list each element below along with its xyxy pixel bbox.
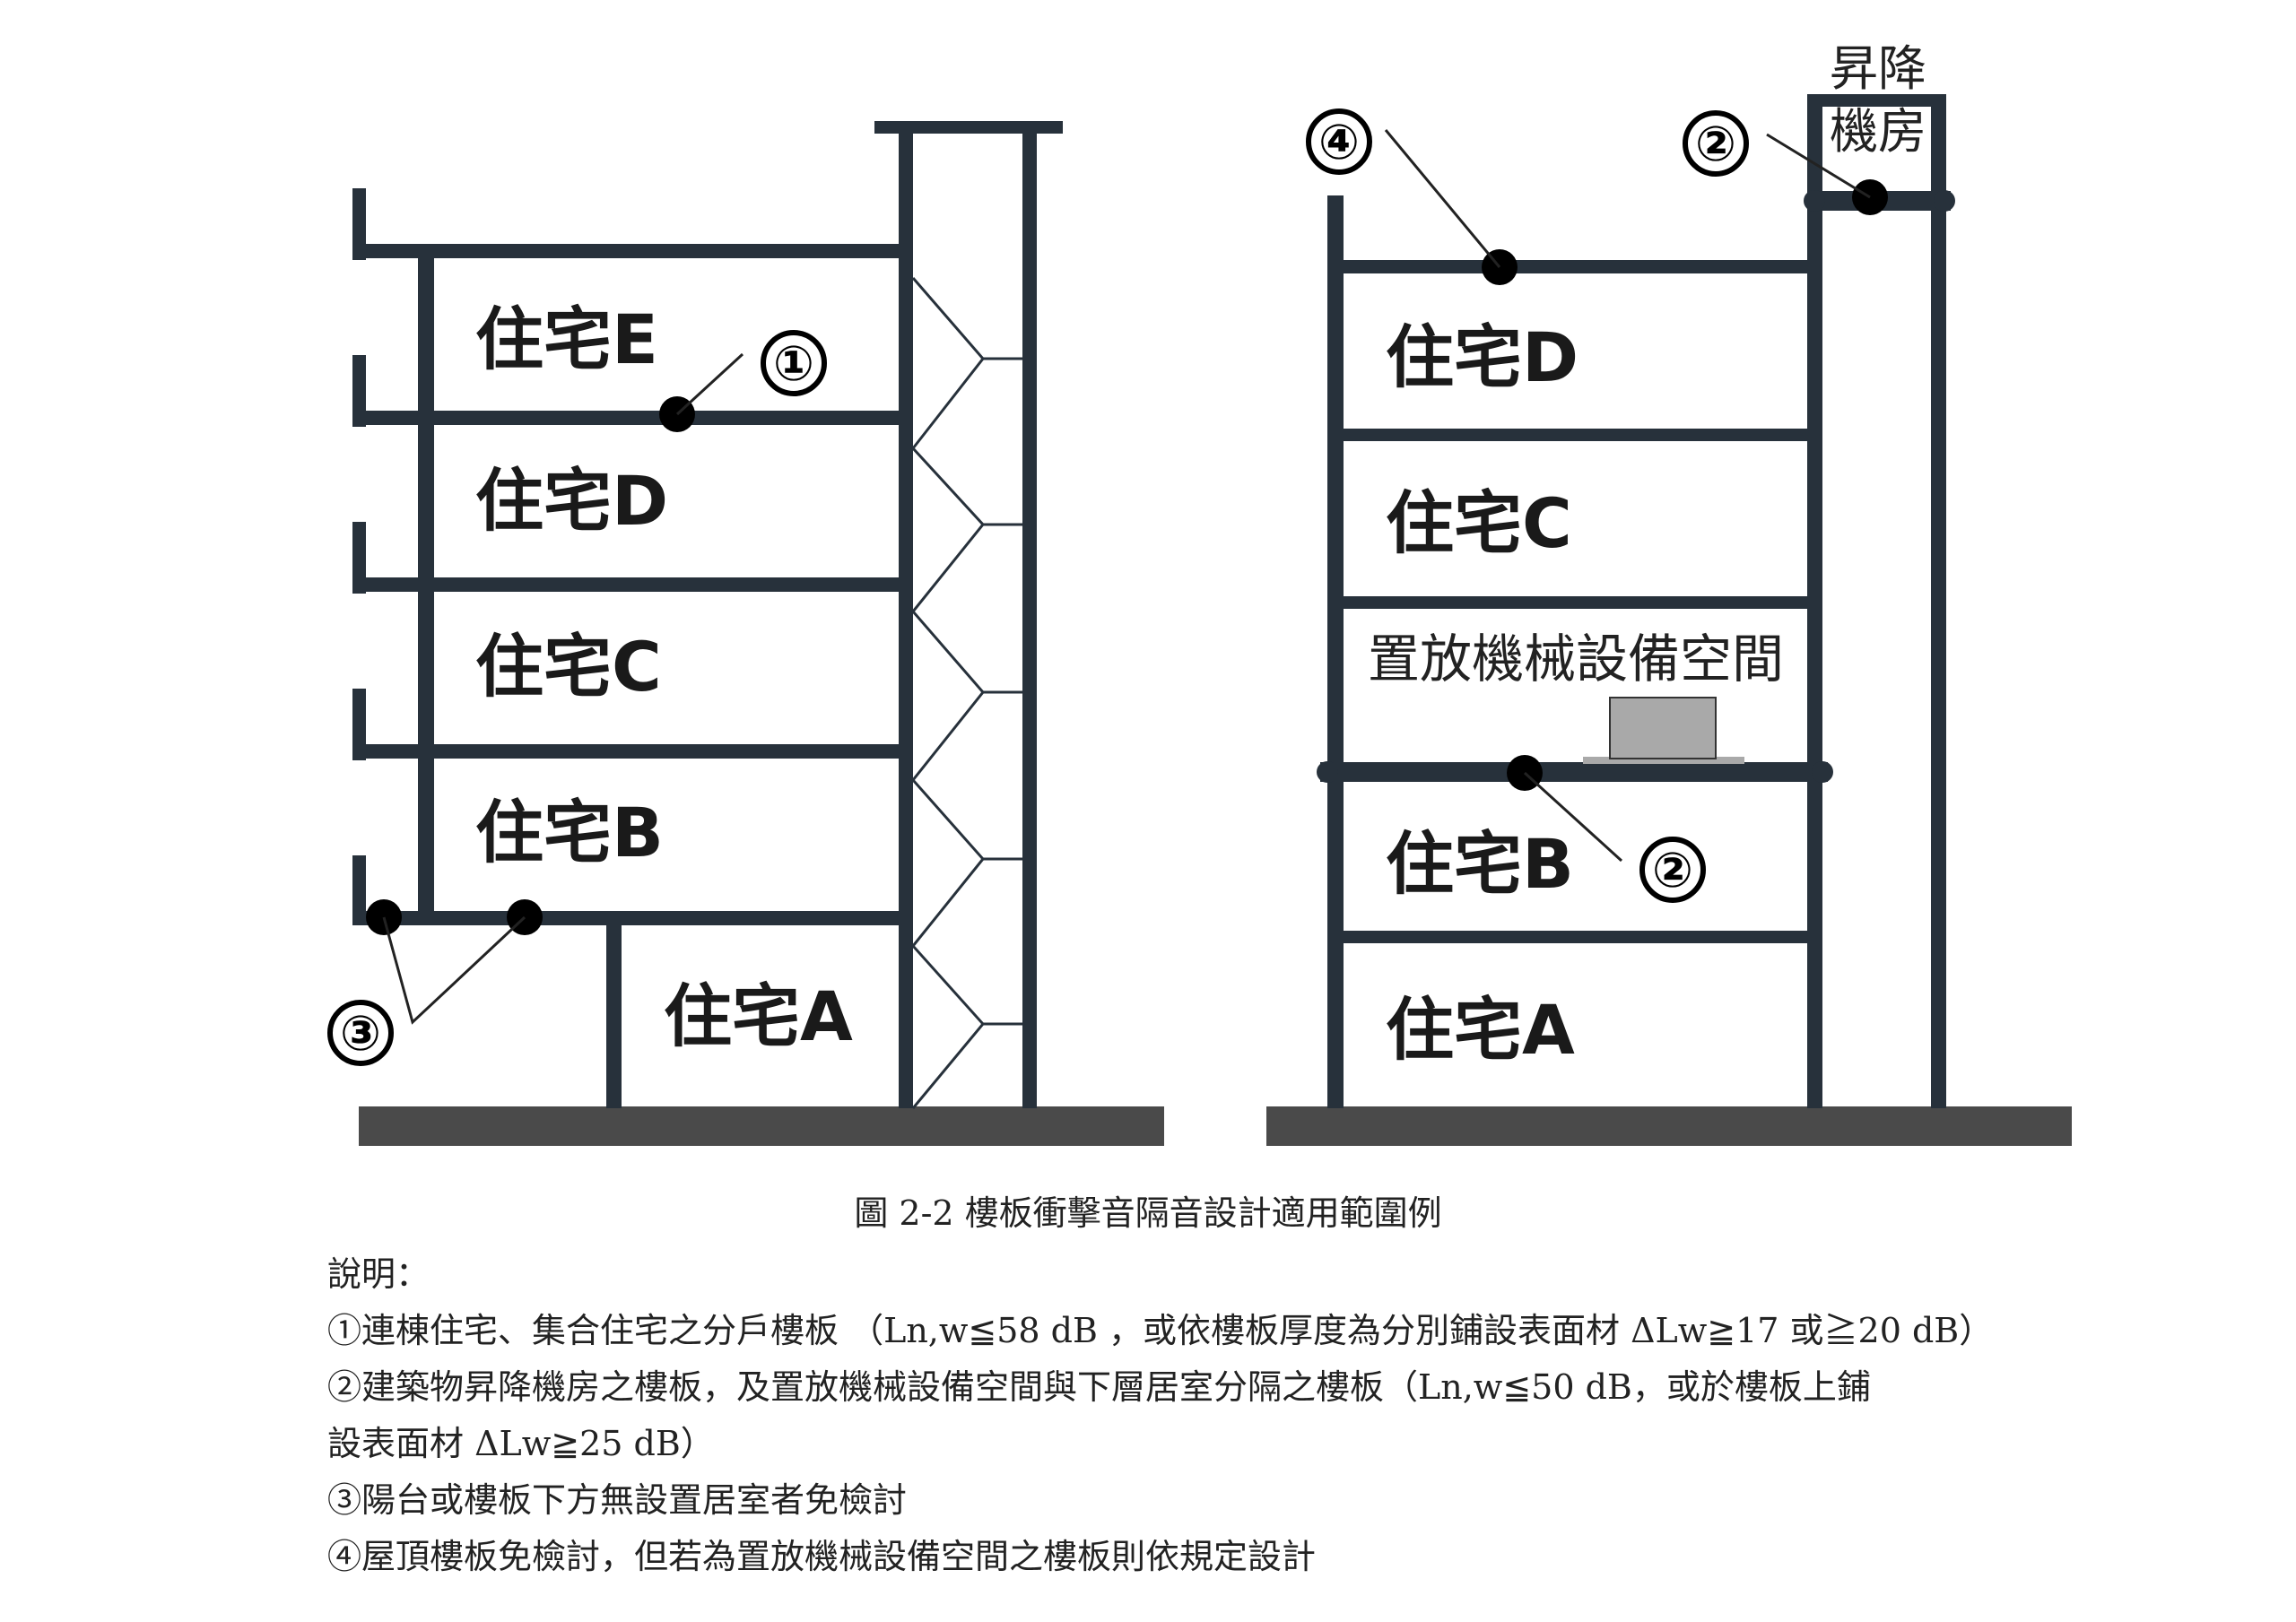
right-slab-b (1327, 931, 1822, 943)
machine-space-label: 置放機械設備空間 (1368, 629, 1784, 690)
right-left-wall (1327, 195, 1344, 1108)
left-slab-b (359, 911, 913, 925)
marker-4-label: ④ (1318, 114, 1360, 170)
left-slab-c (359, 744, 913, 759)
marker-2b-leader (1523, 771, 1623, 863)
left-room-c: 住宅C (475, 627, 662, 707)
note-line-1: ①連棟住宅、集合住宅之分戶樓板 （Ln,w≦58 dB ，或依樓板厚度為分別鋪設… (327, 1311, 1994, 1350)
marker-2b-circle (1639, 837, 1706, 903)
marker-4-circle (1306, 108, 1372, 175)
right-building (1266, 94, 2072, 1146)
right-slab-d (1327, 429, 1822, 441)
left-core-top (874, 121, 1063, 134)
note-line-2: ②建築物昇降機房之樓板，及置放機械設備空間與下層居室分隔之樓板（Ln,w≦50 … (327, 1367, 1871, 1407)
marker-4-leader (1384, 129, 1501, 268)
note-line-3: 設表面材 ΔLw≧25 dB） (327, 1424, 715, 1463)
marker-3-leader (382, 915, 526, 1025)
left-stair-landings (983, 357, 1022, 1026)
marker-1-leader (675, 352, 744, 416)
right-room-a: 住宅A (1386, 990, 1575, 1070)
right-slab-c (1327, 596, 1822, 609)
marker-2b-label: ② (1652, 842, 1693, 898)
right-room-b: 住宅B (1386, 824, 1574, 904)
right-shaft-wall (1931, 97, 1946, 1108)
marker-1-label: ① (773, 335, 814, 392)
machine-pad (1583, 757, 1744, 764)
left-house-a-wall (606, 911, 622, 1108)
left-room-a: 住宅A (664, 976, 853, 1056)
left-core-col-2 (1022, 126, 1037, 1108)
left-core-col-1 (899, 126, 913, 1108)
marker-2a-leader (1766, 133, 1871, 199)
marker-2a-label: ② (1695, 116, 1736, 172)
right-room-d: 住宅D (1386, 317, 1578, 397)
figure-caption: 圖 2-2 樓板衝擊音隔音設計適用範圍例 (854, 1193, 1442, 1233)
left-room-b: 住宅B (475, 793, 664, 872)
left-room-d: 住宅D (475, 461, 668, 541)
right-room-c: 住宅C (1386, 483, 1572, 563)
left-ground (359, 1106, 1164, 1146)
marker-3-circle (327, 1000, 394, 1066)
right-roof-slab (1327, 260, 1822, 273)
right-ground (1266, 1106, 2072, 1146)
right-machine-slab (1320, 762, 1828, 782)
marker-3-label: ③ (340, 1005, 381, 1062)
notes: 說明： ①連棟住宅、集合住宅之分戶樓板 （Ln,w≦58 dB ，或依樓板厚度為… (327, 1246, 2265, 1585)
left-slab-d (359, 577, 913, 592)
elevator-room-label-1: 昇降 (1830, 40, 1926, 97)
marker-2a-circle (1683, 110, 1749, 177)
machine-equipment (1609, 697, 1717, 759)
elevator-room-label-2: 機房 (1830, 103, 1926, 160)
left-room-e: 住宅E (475, 299, 658, 379)
note-line-5: ④屋頂樓板免檢討，但若為置放機械設備空間之樓板則依規定設計 (327, 1537, 1317, 1576)
notes-heading: 說明： (327, 1254, 430, 1294)
left-roof-slab (359, 244, 913, 258)
marker-1-circle (761, 330, 827, 396)
left-slab-e (359, 411, 913, 425)
left-building (352, 121, 1164, 1146)
note-line-4: ③陽台或樓板下方無設置居室者免檢討 (327, 1480, 908, 1520)
elevator-room-top (1807, 94, 1946, 107)
left-stair-lines (911, 277, 985, 1109)
